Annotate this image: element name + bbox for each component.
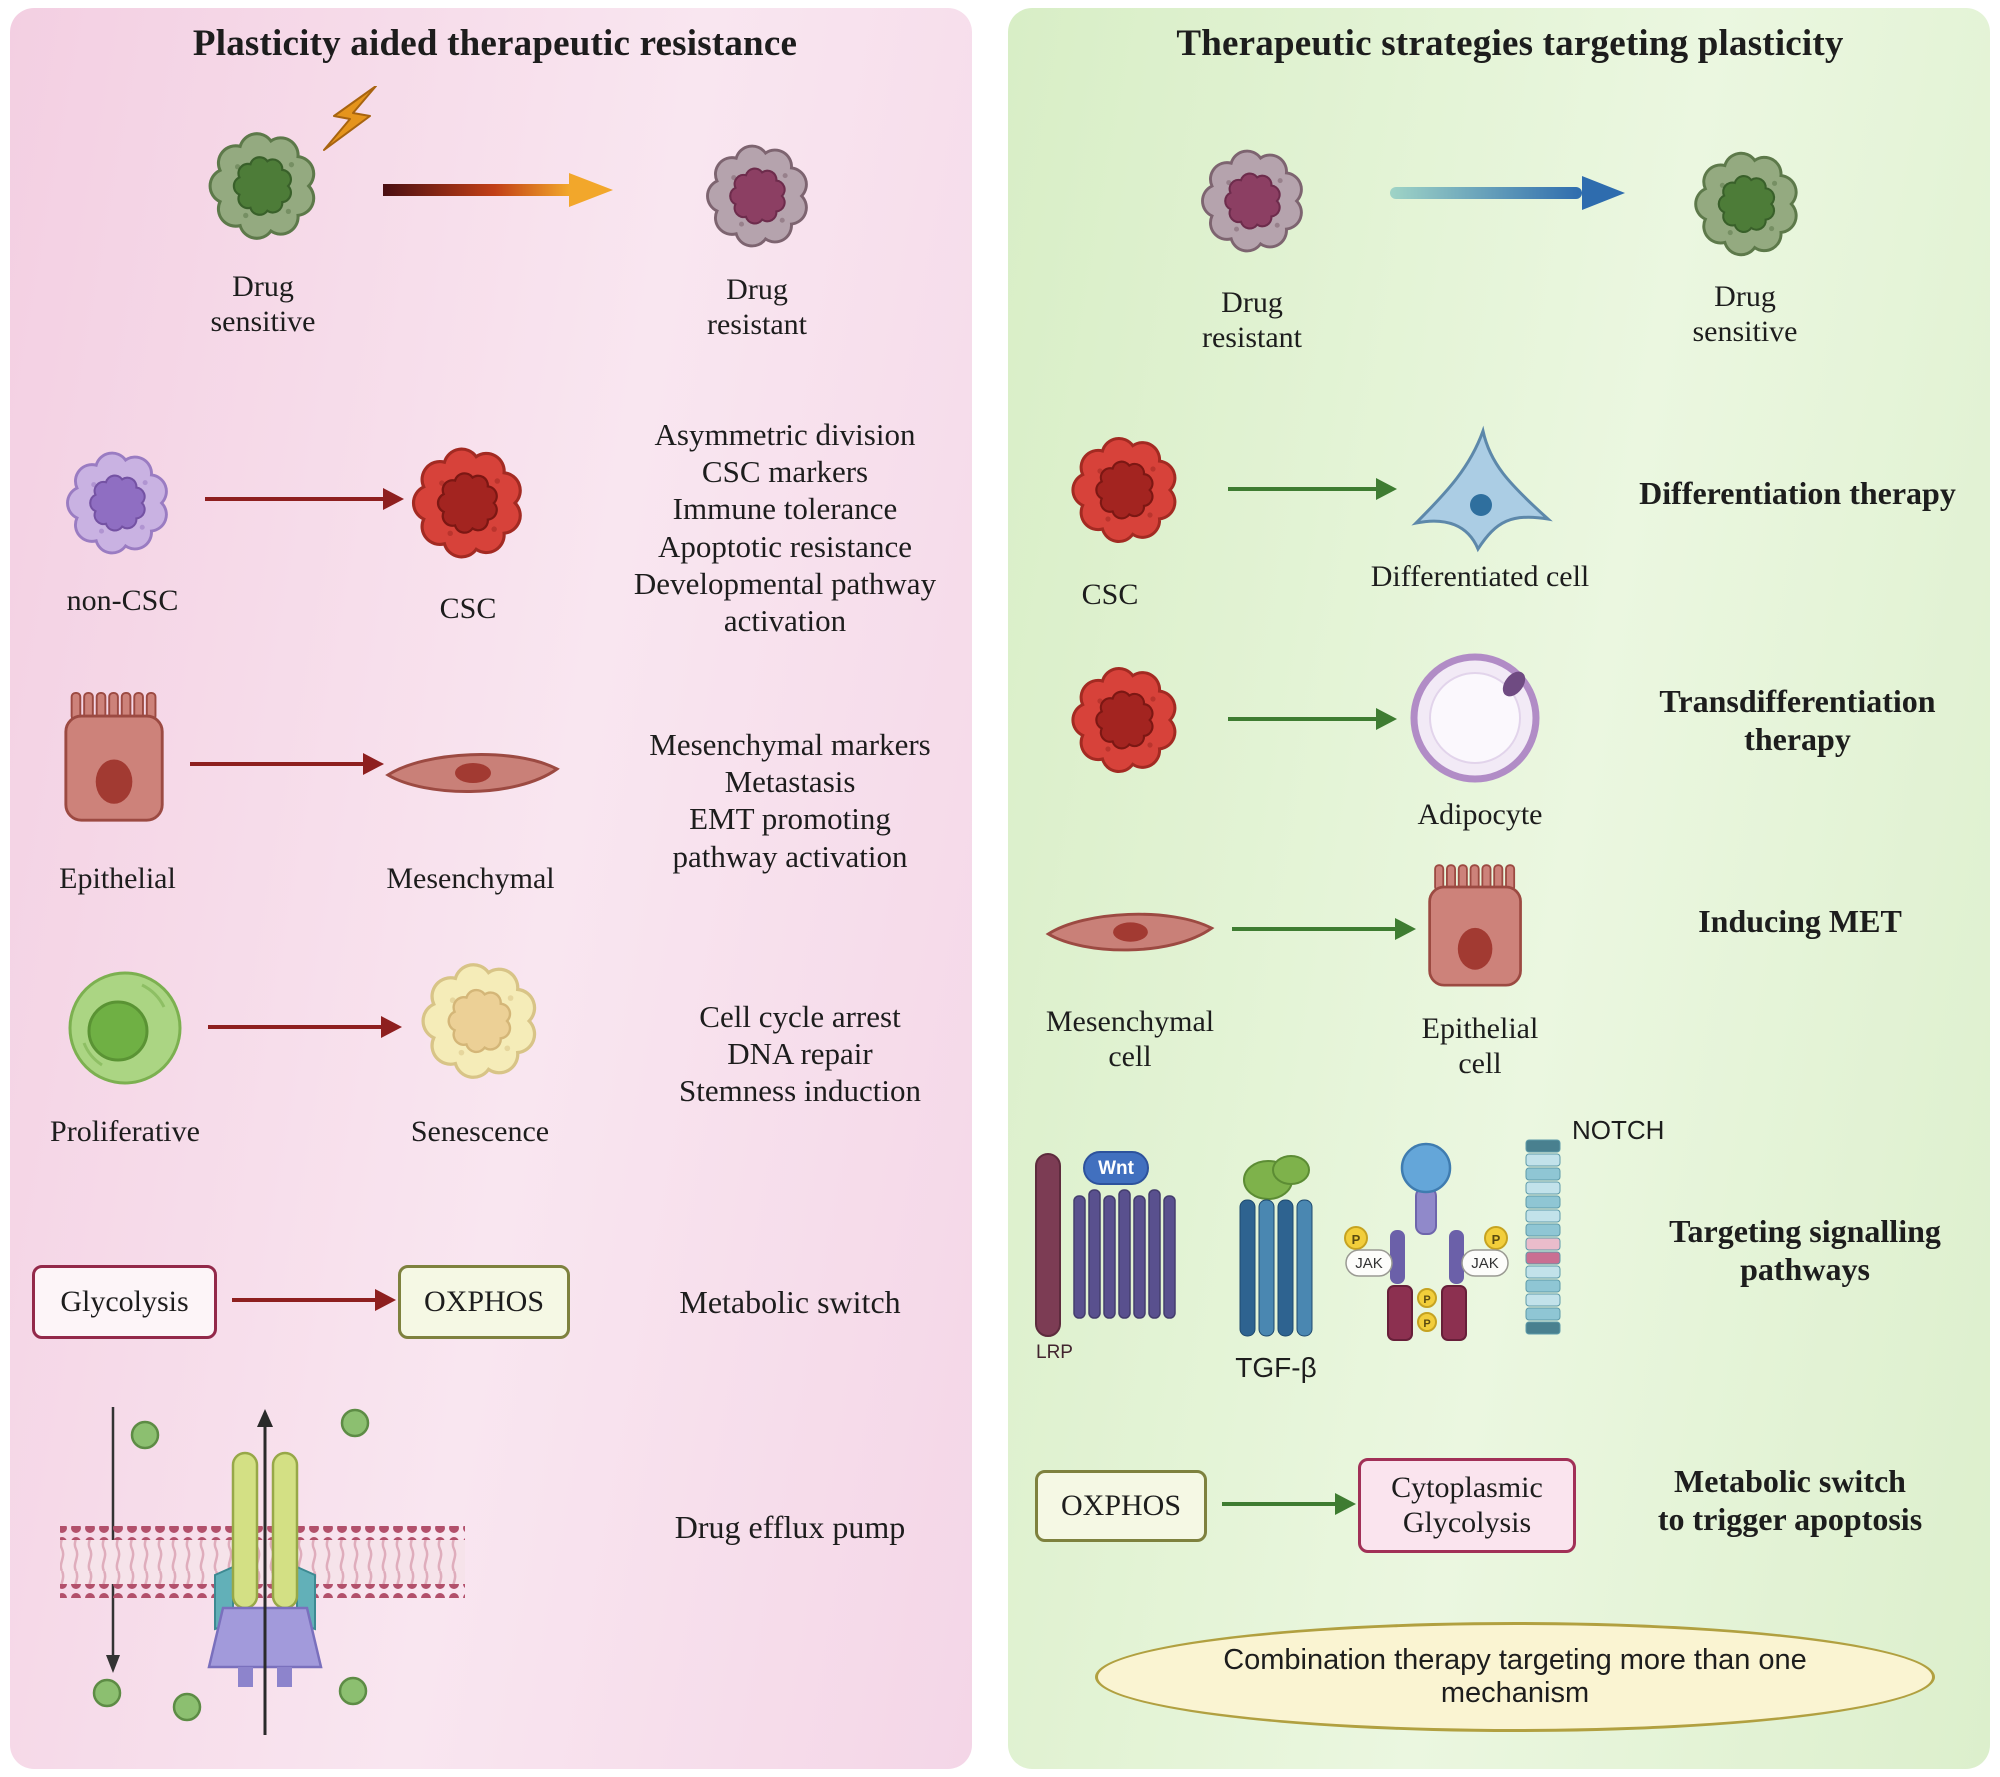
jak-label-left: JAK bbox=[1355, 1255, 1383, 1272]
epithelial-cell-icon-right bbox=[1426, 862, 1526, 992]
transdifferentiation-therapy-label: Transdifferentiation therapy bbox=[1659, 683, 1936, 758]
phospho-label-3: P bbox=[1423, 1294, 1430, 1306]
adipocyte-icon bbox=[1405, 648, 1545, 788]
senescence-arrow bbox=[208, 1016, 402, 1038]
senescence-label: Senescence bbox=[410, 1115, 550, 1148]
right-panel-title: Therapeutic strategies targeting plastic… bbox=[1176, 23, 1844, 64]
resistance-gradient-arrow bbox=[383, 173, 613, 207]
drug-efflux-text: Drug efflux pump bbox=[674, 1509, 906, 1545]
phospho-label-4: P bbox=[1423, 1318, 1430, 1330]
notch-receptor-icon bbox=[1525, 1139, 1561, 1335]
combination-therapy-text: Combination therapy targeting more than … bbox=[1223, 1644, 1807, 1709]
epithelial-cell-label-right: Epithelial cell bbox=[1421, 1012, 1539, 1080]
cytoplasmic-glycolysis-box: Cytoplasmic Glycolysis bbox=[1358, 1458, 1576, 1553]
drug-molecules-in bbox=[92, 1676, 368, 1722]
csc-label-right: CSC bbox=[1081, 578, 1139, 611]
emt-arrow bbox=[190, 753, 384, 775]
lrp-label: LRP bbox=[1036, 1342, 1073, 1363]
drug-resistant-cell-icon-right bbox=[1190, 138, 1316, 264]
csc-effects-text: Asymmetric division CSC markers Immune t… bbox=[633, 417, 937, 638]
csc-cell-icon-right-1 bbox=[1060, 425, 1190, 555]
drug-resistant-label: Drug resistant bbox=[707, 273, 807, 341]
jak-label-right: JAK bbox=[1471, 1255, 1499, 1272]
drug-sensitive-label: Drug sensitive bbox=[210, 270, 316, 338]
differentiation-arrow bbox=[1228, 478, 1397, 500]
proliferative-cell-icon bbox=[60, 963, 190, 1093]
differentiation-therapy-label: Differentiation therapy bbox=[1639, 475, 1956, 511]
proliferative-label: Proliferative bbox=[50, 1115, 200, 1148]
metabolic-therapy-arrow bbox=[1222, 1493, 1356, 1515]
csc-cell-icon-right-2 bbox=[1060, 655, 1190, 785]
mesenchymal-cell-icon bbox=[385, 745, 560, 805]
differentiated-cell-icon bbox=[1408, 425, 1558, 565]
wnt-receptor-icon: Wnt LRP bbox=[1035, 1151, 1176, 1363]
mesenchymal-cell-label-right: Mesenchymal cell bbox=[1045, 1005, 1215, 1073]
glycolysis-box: Glycolysis bbox=[32, 1265, 217, 1339]
csc-label: CSC bbox=[439, 592, 497, 625]
sensitization-gradient-arrow bbox=[1390, 176, 1625, 210]
oxphos-box: OXPHOS bbox=[398, 1265, 570, 1339]
adipocyte-label: Adipocyte bbox=[1417, 798, 1543, 831]
drug-sensitive-cell-icon-right bbox=[1683, 140, 1811, 268]
resistance-panel bbox=[10, 8, 972, 1769]
met-therapy-label: Inducing MET bbox=[1698, 903, 1902, 939]
combination-therapy-ellipse: Combination therapy targeting more than … bbox=[1095, 1622, 1935, 1732]
phospho-label-2: P bbox=[1492, 1232, 1501, 1247]
phospho-label-1: P bbox=[1352, 1232, 1361, 1247]
senescence-effects-text: Cell cycle arrest DNA repair Stemness in… bbox=[679, 999, 921, 1109]
drug-resistant-label-right: Drug resistant bbox=[1202, 286, 1302, 354]
csc-cell-icon bbox=[400, 435, 536, 571]
tgfb-label: TGF-β bbox=[1235, 1352, 1317, 1383]
membrane bbox=[60, 1526, 465, 1598]
tgfb-receptor-icon bbox=[1239, 1155, 1313, 1337]
epithelial-cell-icon bbox=[62, 690, 168, 827]
epithelial-label: Epithelial bbox=[59, 862, 176, 895]
metabolic-therapy-label: Metabolic switch to trigger apoptosis bbox=[1657, 1463, 1923, 1538]
met-arrow bbox=[1232, 918, 1416, 940]
jak-stat-receptor-icon: P P JAK JAK P P bbox=[1344, 1142, 1509, 1341]
signalling-therapy-label: Targeting signalling pathways bbox=[1669, 1213, 1941, 1288]
drug-resistant-cell-icon bbox=[695, 133, 821, 259]
mesenchymal-label: Mesenchymal bbox=[386, 862, 555, 895]
notch-label: NOTCH bbox=[1572, 1115, 1665, 1145]
metabolic-switch-arrow bbox=[232, 1289, 396, 1311]
signalling-pathways-icons: Wnt LRP P P JAK JAK P bbox=[1035, 1139, 1561, 1363]
differentiated-cell-label: Differentiated cell bbox=[1370, 560, 1590, 593]
non-csc-to-csc-arrow bbox=[205, 488, 404, 510]
non-csc-label: non-CSC bbox=[66, 584, 179, 617]
mesenchymal-cell-icon-right bbox=[1045, 905, 1215, 963]
efflux-pump bbox=[207, 1451, 323, 1687]
drug-molecules-out bbox=[130, 1408, 370, 1450]
drug-sensitive-label-right: Drug sensitive bbox=[1692, 280, 1798, 348]
drug-efflux-pump-icon bbox=[60, 1407, 465, 1735]
non-csc-cell-icon bbox=[55, 440, 181, 566]
lightning-bolt-icon bbox=[323, 86, 377, 151]
drug-sensitive-cell-icon bbox=[197, 120, 329, 252]
transdifferentiation-arrow bbox=[1228, 708, 1397, 730]
emt-effects-text: Mesenchymal markers Metastasis EMT promo… bbox=[649, 727, 931, 874]
senescent-cell-icon bbox=[405, 950, 555, 1092]
left-panel-title: Plasticity aided therapeutic resistance bbox=[192, 23, 798, 64]
metabolic-switch-text: Metabolic switch bbox=[679, 1284, 901, 1320]
oxphos-box-right: OXPHOS bbox=[1035, 1470, 1207, 1542]
wnt-label: Wnt bbox=[1098, 1158, 1135, 1179]
